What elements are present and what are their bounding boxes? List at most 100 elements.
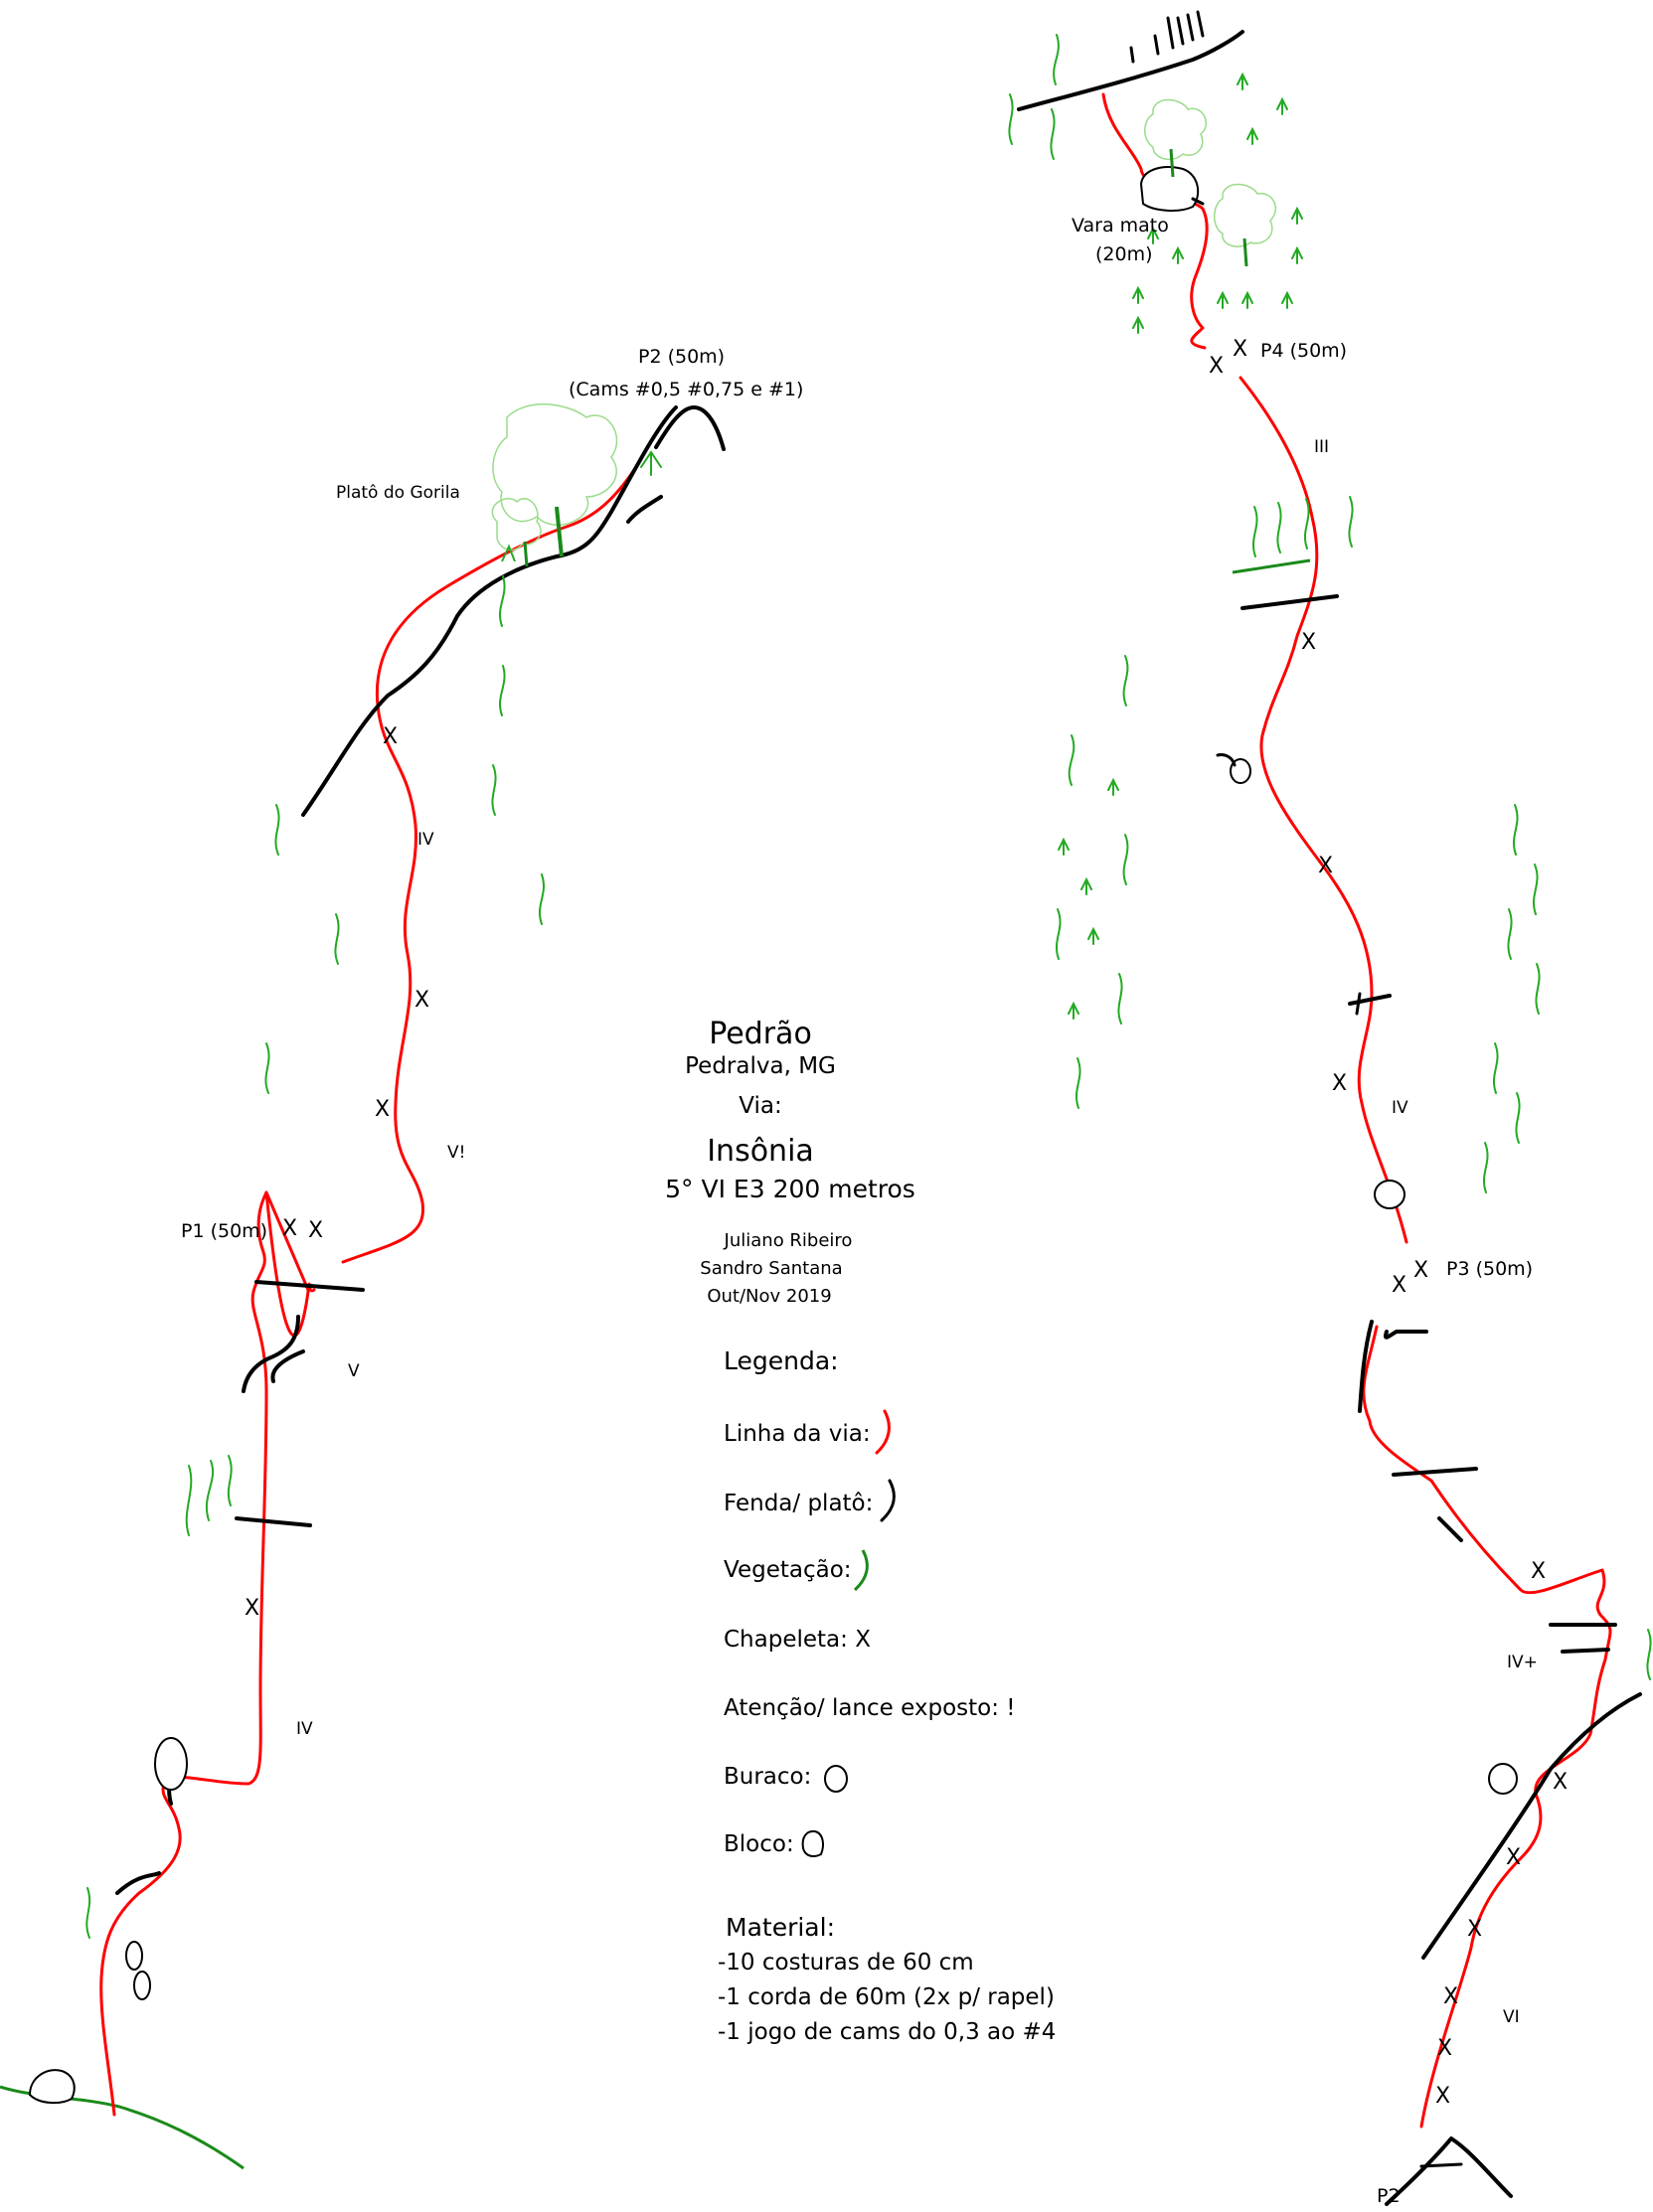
crack-lower-right [1437,1516,1463,1542]
grade-label: VI [1503,2007,1520,2027]
crack-arch [654,405,726,451]
bolt-marker: X [1553,1770,1568,1795]
grade-label: IV+ [1507,1653,1538,1672]
grade-label: IV [296,1719,313,1739]
vegetation-icon [264,450,662,1094]
hole-icon [125,1941,143,1971]
bolts: X X X X X X X X X X X X X X X X X X X X [245,337,1568,2109]
ledge-p1 [254,1280,365,1292]
legend-item-route: Linha da via: [724,1421,871,1447]
crack-long-diagonal [1421,1692,1642,1960]
material-item: -1 corda de 60m (2x p/ rapel) [718,1984,1055,2010]
boulder-shadow [1191,197,1205,206]
ledge-lower-right [1392,1467,1478,1477]
ledge-iv-plus-2 [1561,1648,1610,1654]
material-title: Material: [726,1913,835,1942]
legend-title: Legenda: [724,1346,839,1375]
boulder-icon [1374,1180,1405,1209]
vara-mato-label: Vara mato [1072,215,1169,237]
tree-icon [1144,98,1276,267]
vegetation-icon [1056,496,1541,1193]
route-line-top [1101,92,1209,350]
ledge-mid-2 [1355,992,1362,1016]
ledge-p4 [1240,594,1339,610]
legend-item-boulder: Bloco: [724,1831,794,1857]
grades: IV V! V IV III IV IV+ VI [296,437,1538,2027]
route-line-lower [308,1288,316,1293]
p2-arch-inner [1419,2162,1463,2168]
bolt-marker: X [1332,1071,1347,1096]
legend: Legenda: Linha da via: Fenda/ platô: Veg… [724,1346,1016,1857]
bolt-marker: X [308,1218,323,1243]
p2-cams-label: (Cams #0,5 #0,75 e #1) [569,379,803,400]
crack-lower-3 [115,1871,161,1895]
route-line-p3-p4 [1239,376,1408,1244]
bolt-marker: X [1437,2036,1452,2061]
bolt-marker: X [1301,630,1316,655]
hole-icon [133,1971,151,2000]
grade-label: III [1314,437,1329,457]
bolt-marker: X [1209,354,1224,379]
legend-hole-icon [824,1765,848,1793]
bolt-marker: X [375,1097,390,1122]
legend-item-hole: Buraco: [724,1764,811,1790]
crack-p3-a [1358,1320,1374,1413]
right-mid-section [1056,376,1541,1244]
crack-lower-1 [242,1315,300,1393]
plato-label: Platô do Gorila [336,483,460,503]
tree-icon [491,403,618,567]
route-line-p2-p3 [1362,1325,1612,2129]
right-lower-section [1358,1320,1652,2206]
legend-item-bolt: Chapeleta: X [724,1627,871,1653]
bolt-marker: X [1413,1258,1428,1283]
left-upper-section [264,403,726,1264]
material: Material: -10 costuras de 60 cm -1 corda… [718,1913,1056,2045]
via-label: Via: [739,1093,781,1119]
grade-label: IV [1392,1098,1408,1118]
p2-arch [1385,2136,1513,2206]
vara-mato-length: (20m) [1095,243,1153,265]
top-fence [1129,10,1205,64]
legend-route-swatch [875,1409,891,1455]
grade-label: V! [447,1143,465,1163]
hole-icon [1488,1763,1518,1795]
date-line: Out/Nov 2019 [707,1286,831,1307]
bolt-marker: X [1318,854,1333,878]
bolt-marker: X [1435,2084,1450,2109]
route-line-p0-p1 [99,1190,310,2117]
p2-left-label: P2 (50m) [638,346,725,368]
crag-title: Pedrão [709,1017,812,1051]
vegetation-icon [1008,34,1303,334]
legend-item-exposed: Atenção/ lance exposto: ! [724,1695,1016,1721]
bolt-marker: X [1233,337,1247,362]
ledge-lower [235,1516,312,1527]
bolt-marker: X [1467,1917,1482,1942]
right-top-section [1008,10,1303,350]
hole-shadow [1216,753,1237,767]
p4-label: P4 (50m) [1260,340,1347,362]
grade-label: IV [417,830,434,850]
hole-icon [154,1737,188,1791]
author-line: Juliano Ribeiro [724,1230,853,1251]
legend-crack-swatch [880,1479,896,1522]
p2-right-label: P2 [1377,2185,1401,2207]
crack-upper [301,405,678,817]
vegetation-icon [85,1455,233,1939]
start-boulder-icon [28,2069,76,2105]
bolt-marker: X [414,988,429,1013]
legend-item-vegetation: Vegetação: [724,1557,852,1583]
bolt-marker: X [245,1596,259,1621]
route-name: Insônia [707,1134,814,1169]
material-item: -10 costuras de 60 cm [718,1950,974,1975]
bolt-marker: X [1392,1273,1406,1298]
p3-label: P3 (50m) [1446,1258,1533,1280]
boulder-icon [1139,166,1200,212]
crack-p3-b [1384,1330,1428,1340]
crag-location: Pedralva, MG [685,1053,836,1079]
author-line: Sandro Santana [700,1258,842,1279]
annotations: P2 (50m) (Cams #0,5 #0,75 e #1) Platô do… [181,215,1533,2207]
grade-label: V [348,1361,360,1381]
bolt-marker: X [1531,1559,1546,1584]
legend-vegetation-swatch [853,1549,869,1592]
